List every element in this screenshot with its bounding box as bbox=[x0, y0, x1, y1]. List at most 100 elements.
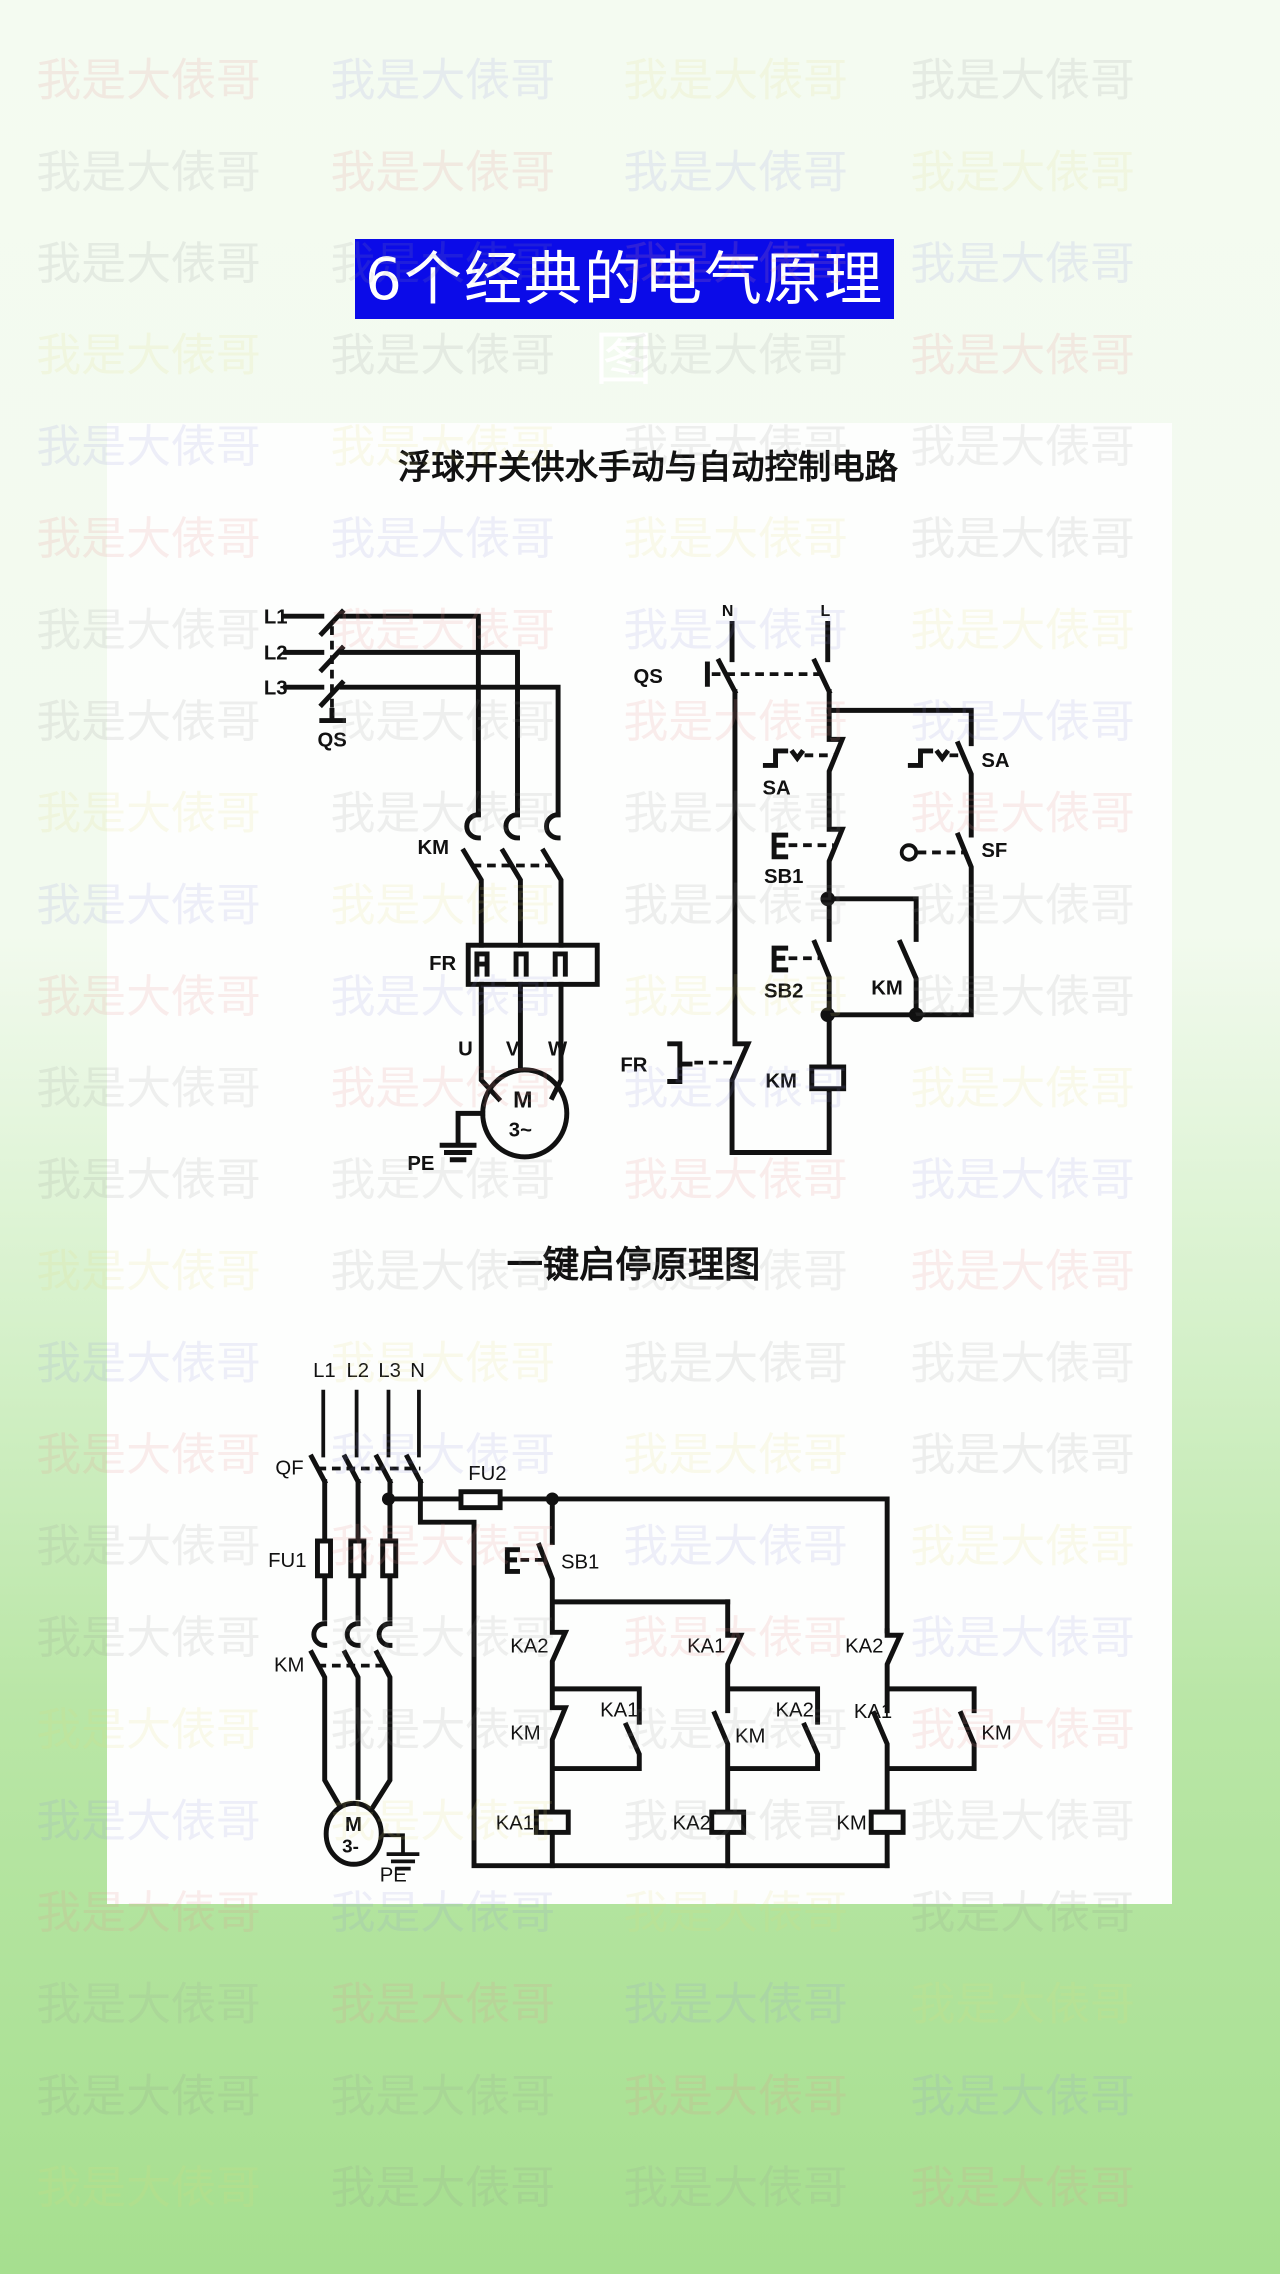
watermark-text: 我是大俵哥 bbox=[623, 329, 848, 382]
col1-coil-label: KA1 bbox=[496, 1812, 534, 1834]
ground-icon bbox=[379, 1833, 420, 1871]
label-SB1: SB1 bbox=[764, 866, 803, 888]
col1-nc-main-label: KM bbox=[510, 1723, 540, 1745]
watermark-text: 我是大俵哥 bbox=[910, 1153, 1135, 1206]
watermark-text: 我是大俵哥 bbox=[910, 695, 1135, 748]
motor-phase: 3~ bbox=[509, 1120, 532, 1142]
watermark-text: 我是大俵哥 bbox=[623, 512, 848, 565]
km-main-contacts bbox=[308, 1620, 399, 1812]
diagram1-title: 浮球开关供水手动与自动控制电路 bbox=[398, 447, 899, 486]
watermark-text: 我是大俵哥 bbox=[331, 1520, 556, 1573]
watermark-text: 我是大俵哥 bbox=[910, 2069, 1135, 2122]
label-QF: QF bbox=[275, 1457, 303, 1479]
watermark-text: 我是大俵哥 bbox=[331, 1428, 556, 1481]
diagram-panel bbox=[107, 423, 1172, 1904]
motor-label: M bbox=[513, 1087, 532, 1113]
motor-icon: M 3- bbox=[323, 1800, 384, 1867]
watermark-text: 我是大俵哥 bbox=[910, 1886, 1135, 1939]
label-FR-control: FR bbox=[620, 1054, 647, 1076]
label-L3: L3 bbox=[264, 677, 288, 699]
watermark-text: 我是大俵哥 bbox=[623, 695, 848, 748]
watermark-text: 我是大俵哥 bbox=[623, 2161, 848, 2214]
watermark-text: 我是大俵哥 bbox=[910, 1611, 1135, 1664]
label-PE: PE bbox=[380, 1865, 407, 1887]
watermark-text: 我是大俵哥 bbox=[910, 512, 1135, 565]
label-FU2: FU2 bbox=[468, 1463, 506, 1485]
watermark-text: 我是大俵哥 bbox=[910, 329, 1135, 382]
diagram1-control-circuit: N L QS SA SB1 KM SB2 SA SF KM bbox=[620, 603, 1010, 1155]
watermark-text: 我是大俵哥 bbox=[36, 878, 261, 931]
diagram2-control-circuit: SB1 KA2 KA1 KM KA1 KA1 KA2 KM KA2 KA2 KA… bbox=[496, 1496, 1012, 1869]
col1-nc-top-label: KA2 bbox=[510, 1636, 548, 1658]
watermark-text: 我是大俵哥 bbox=[910, 1520, 1135, 1573]
watermark-text: 我是大俵哥 bbox=[623, 2069, 848, 2122]
watermark-text: 我是大俵哥 bbox=[331, 970, 556, 1023]
watermark-text: 我是大俵哥 bbox=[36, 1062, 261, 1115]
watermark-text: 我是大俵哥 bbox=[623, 1428, 848, 1481]
watermark-text: 我是大俵哥 bbox=[910, 1703, 1135, 1756]
qs-isolator-switch bbox=[283, 608, 561, 818]
label-KM-contact: KM bbox=[871, 978, 903, 1000]
label-L1: L1 bbox=[264, 606, 288, 628]
label-PE: PE bbox=[407, 1153, 434, 1175]
watermark-text: 我是大俵哥 bbox=[331, 1978, 556, 2031]
watermark-text: 我是大俵哥 bbox=[331, 1062, 556, 1115]
motor-phase: 3- bbox=[342, 1836, 359, 1857]
col1-no-parallel-label: KA1 bbox=[600, 1699, 638, 1721]
label-QS: QS bbox=[317, 730, 346, 752]
watermark-text: 我是大俵哥 bbox=[910, 2161, 1135, 2214]
label-V: V bbox=[506, 1038, 520, 1060]
watermark-text: 我是大俵哥 bbox=[36, 2069, 261, 2122]
watermark-text: 我是大俵哥 bbox=[331, 420, 556, 473]
watermark-text: 我是大俵哥 bbox=[623, 970, 848, 1023]
label-FR: FR bbox=[429, 953, 456, 975]
watermark-text: 我是大俵哥 bbox=[331, 1703, 556, 1756]
watermark-text: 我是大俵哥 bbox=[623, 1978, 848, 2031]
watermark-text: 我是大俵哥 bbox=[910, 1428, 1135, 1481]
watermark-text: 我是大俵哥 bbox=[623, 420, 848, 473]
watermark-text: 我是大俵哥 bbox=[36, 420, 261, 473]
watermark-text: 我是大俵哥 bbox=[623, 787, 848, 840]
label-SF: SF bbox=[981, 840, 1007, 862]
col3-no-main-label: KA1 bbox=[854, 1701, 892, 1723]
watermark-text: 我是大俵哥 bbox=[36, 1978, 261, 2031]
watermark-text: 我是大俵哥 bbox=[331, 54, 556, 107]
watermark-text: 我是大俵哥 bbox=[331, 603, 556, 656]
watermark-text: 我是大俵哥 bbox=[623, 1245, 848, 1298]
watermark-text: 我是大俵哥 bbox=[36, 1794, 261, 1847]
watermark-text: 我是大俵哥 bbox=[331, 1611, 556, 1664]
watermark-text: 我是大俵哥 bbox=[36, 2161, 261, 2214]
watermark-text: 我是大俵哥 bbox=[910, 787, 1135, 840]
watermark-text: 我是大俵哥 bbox=[331, 1886, 556, 1939]
watermark-text: 我是大俵哥 bbox=[331, 237, 556, 290]
label-KM-coil: KM bbox=[765, 1070, 797, 1092]
watermark-text: 我是大俵哥 bbox=[910, 145, 1135, 198]
label-L: L bbox=[820, 603, 830, 620]
diagram2-title: 一键启停原理图 bbox=[507, 1243, 761, 1286]
motor-label: M bbox=[345, 1814, 362, 1836]
watermark-text: 我是大俵哥 bbox=[910, 603, 1135, 656]
watermark-text: 我是大俵哥 bbox=[910, 420, 1135, 473]
watermark-text: 我是大俵哥 bbox=[623, 1062, 848, 1115]
watermark-text: 我是大俵哥 bbox=[331, 1245, 556, 1298]
label-SB2: SB2 bbox=[764, 980, 803, 1002]
watermark-text: 我是大俵哥 bbox=[623, 54, 848, 107]
label-SB1: SB1 bbox=[561, 1552, 599, 1574]
label-N: N bbox=[722, 603, 734, 620]
watermark-text: 我是大俵哥 bbox=[331, 145, 556, 198]
label-L2: L2 bbox=[264, 643, 288, 665]
col2-nc-top-label: KA1 bbox=[687, 1636, 725, 1658]
label-U: U bbox=[458, 1038, 473, 1060]
watermark-text: 我是大俵哥 bbox=[331, 1336, 556, 1389]
watermark-text: 我是大俵哥 bbox=[331, 878, 556, 931]
watermark-text: 我是大俵哥 bbox=[36, 1886, 261, 1939]
watermark-text: 我是大俵哥 bbox=[331, 329, 556, 382]
watermark-text: 我是大俵哥 bbox=[36, 1153, 261, 1206]
watermark-text: 我是大俵哥 bbox=[331, 1153, 556, 1206]
watermark-layer: 我是大俵哥我是大俵哥我是大俵哥我是大俵哥我是大俵哥我是大俵哥我是大俵哥我是大俵哥… bbox=[36, 54, 1135, 2214]
watermark-text: 我是大俵哥 bbox=[36, 695, 261, 748]
watermark-text: 我是大俵哥 bbox=[36, 1245, 261, 1298]
fr-thermal-relay bbox=[465, 942, 600, 1103]
watermark-text: 我是大俵哥 bbox=[36, 603, 261, 656]
